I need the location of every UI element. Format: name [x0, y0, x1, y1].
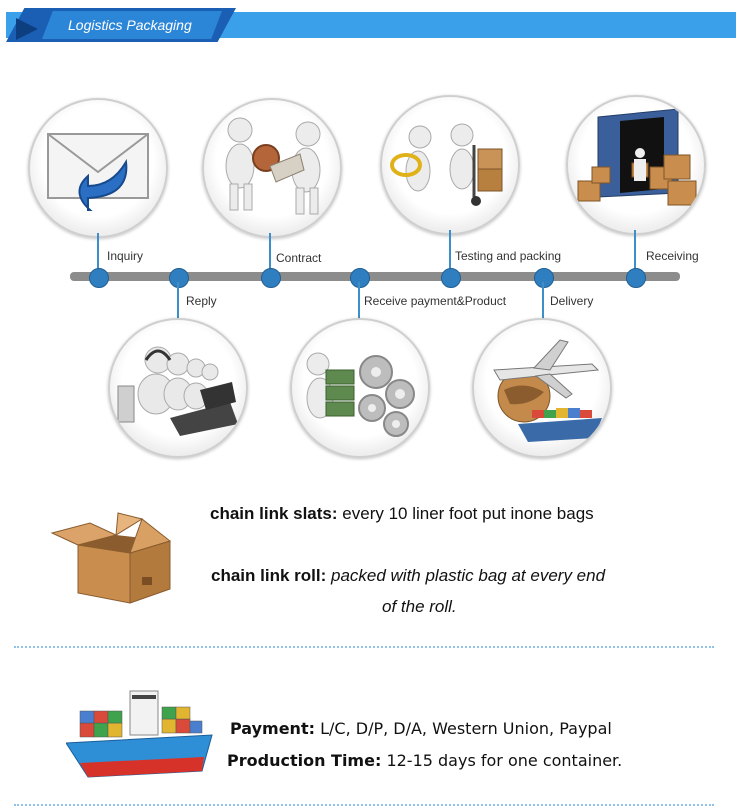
step-label-reply: Reply: [186, 294, 217, 308]
packing-slats-line: chain link slats: every 10 liner foot pu…: [210, 504, 594, 524]
magnifier-cart-icon: [380, 95, 520, 235]
packing-slats-value: every 10 liner foot put inone bags: [342, 504, 594, 523]
packing-slats-label: chain link slats:: [210, 504, 338, 523]
envelope-reply-icon: [28, 98, 168, 238]
timeline-dot-reply: [169, 268, 189, 288]
header-tab: [6, 8, 236, 42]
step-label-testing: Testing and packing: [455, 249, 562, 263]
timeline-dot-receive-payment: [350, 268, 370, 288]
airplane-globe-ship-icon: [472, 318, 612, 458]
production-line: Production Time: 12-15 days for one cont…: [227, 751, 622, 770]
divider-bottom: [14, 804, 714, 806]
step-label-inquiry: Inquiry: [107, 249, 144, 263]
packing-roll-label: chain link roll:: [211, 566, 327, 585]
step-label-contract: Contract: [276, 251, 322, 265]
section-header: Logistics Packaging: [6, 8, 736, 42]
cargo-ship-icon: [65, 683, 216, 783]
packing-roll-value-2: of the roll.: [382, 597, 457, 616]
payment-value: L/C, D/P, D/A, Western Union, Paypal: [320, 719, 612, 738]
packing-roll-value: packed with plastic bag at every end: [330, 566, 606, 585]
payment-line: Payment: L/C, D/P, D/A, Western Union, P…: [230, 719, 612, 738]
payment-label: Payment:: [230, 719, 315, 738]
cardboard-box-icon: [48, 505, 178, 605]
container-boxes-icon: [566, 95, 706, 235]
process-timeline: Inquiry Reply Contra: [28, 95, 706, 458]
header-title: Logistics Packaging: [68, 17, 192, 33]
step-label-receiving: Receiving: [646, 249, 699, 263]
timeline-dot-contract: [261, 268, 281, 288]
timeline-dot-testing: [441, 268, 461, 288]
timeline-track: [70, 272, 680, 281]
packing-roll-line-2: of the roll.: [382, 597, 457, 617]
handshake-contract-icon: [202, 98, 342, 238]
timeline-dot-delivery: [534, 268, 554, 288]
timeline-dot-inquiry: [89, 268, 109, 288]
packing-roll-line: chain link roll: packed with plastic bag…: [211, 566, 605, 586]
headset-operators-icon: [108, 318, 248, 458]
money-gears-icon: [290, 318, 430, 458]
timeline-dot-receiving: [626, 268, 646, 288]
production-label: Production Time:: [227, 751, 382, 770]
step-label-receive-payment: Receive payment&Product: [364, 294, 507, 308]
divider: [14, 646, 714, 648]
production-value: 12-15 days for one container.: [386, 751, 623, 770]
step-label-delivery: Delivery: [550, 294, 594, 308]
